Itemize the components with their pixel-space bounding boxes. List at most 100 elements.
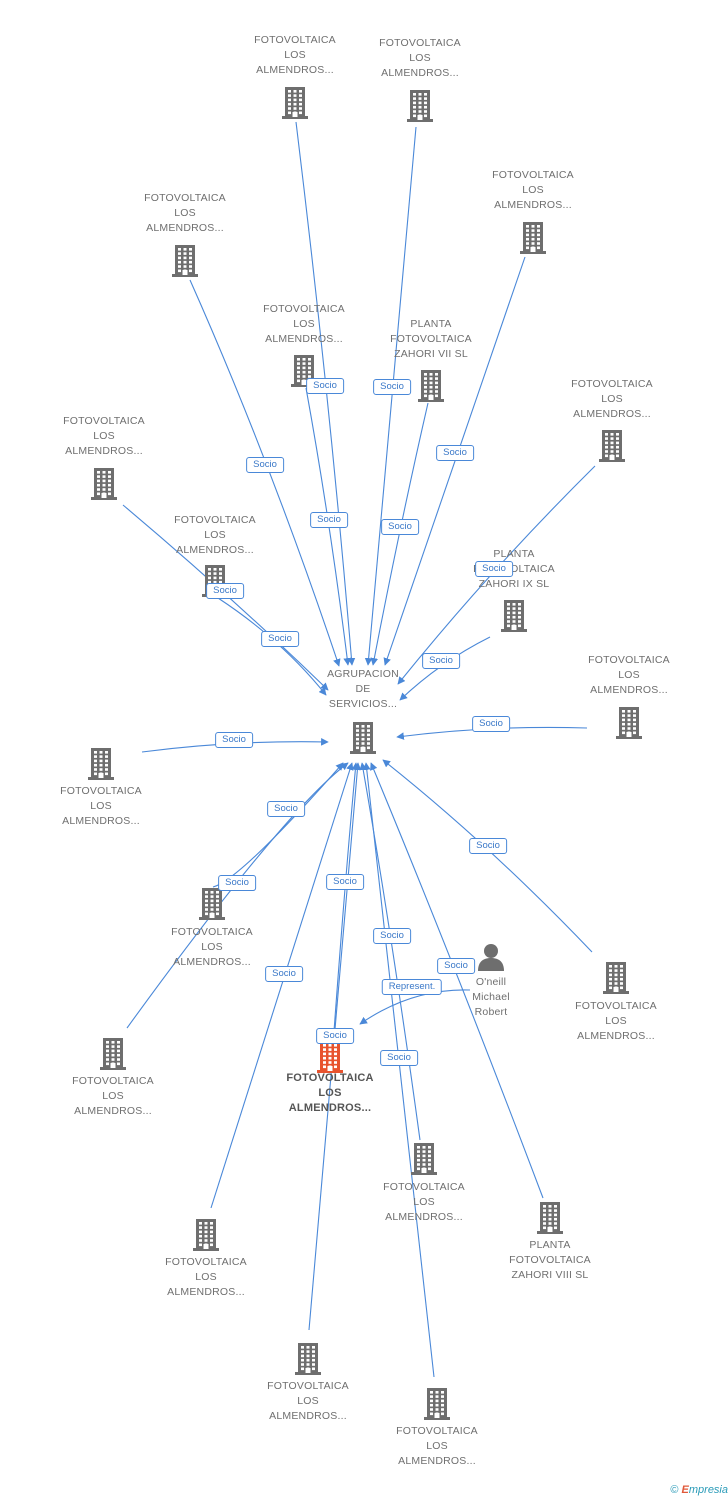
building-icon[interactable]	[308, 720, 418, 754]
edge-main-to-hub	[332, 762, 360, 1046]
person-icon[interactable]	[436, 942, 546, 972]
building-icon[interactable]	[382, 1386, 492, 1420]
node-label-line: FOTOVOLTAICA	[60, 785, 142, 797]
edge-label-n13[interactable]: Socio	[218, 875, 256, 891]
edge-label-n20[interactable]: Socio	[380, 1050, 418, 1066]
building-icon[interactable]	[49, 466, 159, 500]
edge-label-n19[interactable]: Socio	[316, 1028, 354, 1044]
edge-label-n18[interactable]: Socio	[265, 966, 303, 982]
edge-label-n16[interactable]: Socio	[373, 928, 411, 944]
edge-label-n12[interactable]: Socio	[215, 732, 253, 748]
building-icon[interactable]	[365, 88, 475, 122]
edge-label-n10[interactable]: Socio	[422, 653, 460, 669]
node-label-line: ALMENDROS...	[269, 1410, 347, 1422]
building-icon[interactable]	[151, 1217, 261, 1251]
building-icon[interactable]	[58, 1036, 168, 1070]
node-label-line: FOTOVOLTAICA	[390, 333, 472, 345]
edge-n13-to-hub	[212, 762, 344, 888]
building-icon[interactable]	[459, 598, 569, 632]
edge-label-n3[interactable]: Socio	[436, 445, 474, 461]
edge-label-main[interactable]: Socio	[326, 874, 364, 890]
building-icon[interactable]	[478, 220, 588, 254]
node-label-line: ALMENDROS...	[176, 544, 254, 556]
footer-brand: © Empresia	[670, 1484, 728, 1496]
building-icon[interactable]	[557, 428, 667, 462]
building-icon[interactable]	[369, 1141, 479, 1175]
edge-label-person[interactable]: Represent.	[381, 979, 443, 995]
building-icon[interactable]	[157, 886, 267, 920]
building-icon[interactable]	[46, 746, 156, 780]
node-label-line: LOS	[601, 393, 623, 405]
node-label-line: FOTOVOLTAICA	[254, 34, 336, 46]
edge-label-n1[interactable]: Socio	[306, 378, 344, 394]
building-icon[interactable]	[240, 85, 350, 119]
building-icon-highlighted[interactable]	[275, 1039, 385, 1073]
building-icon[interactable]	[253, 1341, 363, 1375]
building-icon[interactable]	[561, 960, 671, 994]
edge-label-n7[interactable]: Socio	[475, 561, 513, 577]
edge-label-n9[interactable]: Socio	[261, 631, 299, 647]
building-icon[interactable]	[130, 243, 240, 277]
edge-label-n14[interactable]: Socio	[469, 838, 507, 854]
edge-label-n8[interactable]: Socio	[206, 583, 244, 599]
edge-label-n4[interactable]: Socio	[246, 457, 284, 473]
building-icon[interactable]	[376, 368, 486, 402]
node-label-line: LOS	[201, 941, 223, 953]
building-icon[interactable]	[574, 705, 684, 739]
edge-label-n6[interactable]: Socio	[381, 519, 419, 535]
edge-label-n15[interactable]: Socio	[267, 801, 305, 817]
node-label-line: LOS	[522, 184, 544, 196]
edge-label-n11[interactable]: Socio	[472, 716, 510, 732]
edge-label-n17[interactable]: Socio	[437, 958, 475, 974]
brand-initial: E	[681, 1484, 689, 1496]
building-icon[interactable]	[495, 1200, 605, 1234]
edge-label-n5[interactable]: Socio	[310, 512, 348, 528]
edge-label-n2[interactable]: Socio	[373, 379, 411, 395]
